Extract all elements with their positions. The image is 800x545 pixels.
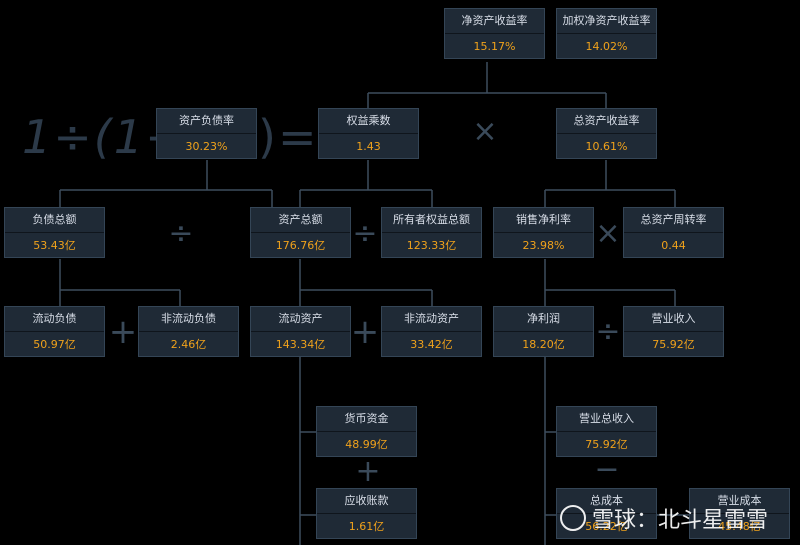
node-value: 33.42亿 xyxy=(410,338,453,351)
minus-operator: − xyxy=(594,452,620,487)
node-current-liabilities: 流动负债 50.97亿 xyxy=(4,306,105,357)
watermark-text: 雪球：北斗星雷雪 xyxy=(592,508,769,533)
node-label: 资产负债率 xyxy=(157,109,256,134)
plus-operator: + xyxy=(355,454,381,489)
node-value: 53.43亿 xyxy=(33,239,76,252)
plus-operator: + xyxy=(108,312,138,352)
node-receivables: 应收账款 1.61亿 xyxy=(316,488,417,539)
node-weighted-roe: 加权净资产收益率 14.02% xyxy=(556,8,657,59)
node-label: 总成本 xyxy=(557,489,656,514)
node-label: 流动资产 xyxy=(251,307,350,332)
node-asset-turnover: 总资产周转率 0.44 xyxy=(623,207,724,258)
node-value: 75.92亿 xyxy=(585,438,628,451)
node-value: 1.61亿 xyxy=(348,520,385,533)
node-value: 0.44 xyxy=(661,239,686,252)
node-revenue: 营业收入 75.92亿 xyxy=(623,306,724,357)
node-value: 143.34亿 xyxy=(275,338,326,351)
node-value: 48.99亿 xyxy=(345,438,388,451)
multiply-operator: × xyxy=(595,216,621,251)
node-net-margin: 销售净利率 23.98% xyxy=(493,207,594,258)
node-noncurrent-liabilities: 非流动负债 2.46亿 xyxy=(138,306,239,357)
node-value: 30.23% xyxy=(185,140,228,153)
node-value: 176.76亿 xyxy=(275,239,326,252)
node-value: 75.92亿 xyxy=(652,338,695,351)
node-value: 50.97亿 xyxy=(33,338,76,351)
node-label: 净利润 xyxy=(494,307,593,332)
node-value: 10.61% xyxy=(585,140,628,153)
node-value: 23.98% xyxy=(522,239,565,252)
node-label: 非流动负债 xyxy=(139,307,238,332)
formula-right: )= xyxy=(258,110,319,164)
node-value: 1.43 xyxy=(356,140,381,153)
watermark: 雪球：北斗星雷雪 xyxy=(560,502,768,534)
node-value: 18.20亿 xyxy=(522,338,565,351)
node-value: 123.33亿 xyxy=(406,239,457,252)
node-label: 销售净利率 xyxy=(494,208,593,233)
node-label: 营业收入 xyxy=(624,307,723,332)
node-value: 45.48亿 xyxy=(718,520,761,533)
node-label: 流动负债 xyxy=(5,307,104,332)
node-total-liabilities: 负债总额 53.43亿 xyxy=(4,207,105,258)
node-value: 2.46亿 xyxy=(170,338,207,351)
divide-operator: ÷ xyxy=(168,216,194,251)
node-total-revenue: 营业总收入 75.92亿 xyxy=(556,406,657,457)
node-label: 总资产周转率 xyxy=(624,208,723,233)
node-label: 应收账款 xyxy=(317,489,416,514)
node-total-cost: 总成本 56.22亿 xyxy=(556,488,657,539)
node-label: 所有者权益总额 xyxy=(382,208,481,233)
node-owners-equity: 所有者权益总额 123.33亿 xyxy=(381,207,482,258)
node-roe: 净资产收益率 15.17% xyxy=(444,8,545,59)
node-label: 权益乘数 xyxy=(319,109,418,134)
node-label: 营业成本 xyxy=(690,489,789,514)
node-label: 营业总收入 xyxy=(557,407,656,432)
node-total-assets: 资产总额 176.76亿 xyxy=(250,207,351,258)
node-debt-ratio: 资产负债率 30.23% xyxy=(156,108,257,159)
node-value: 14.02% xyxy=(585,40,628,53)
snowball-logo-icon xyxy=(560,505,586,531)
node-operating-cost: 营业成本 45.48亿 xyxy=(689,488,790,539)
plus-operator: + xyxy=(350,312,380,352)
node-label: 货币资金 xyxy=(317,407,416,432)
node-value: 56.22亿 xyxy=(585,520,628,533)
node-label: 资产总额 xyxy=(251,208,350,233)
node-value: 15.17% xyxy=(473,40,516,53)
node-label: 加权净资产收益率 xyxy=(557,9,656,34)
divide-operator: ÷ xyxy=(595,314,621,349)
node-net-profit: 净利润 18.20亿 xyxy=(493,306,594,357)
node-noncurrent-assets: 非流动资产 33.42亿 xyxy=(381,306,482,357)
node-current-assets: 流动资产 143.34亿 xyxy=(250,306,351,357)
node-equity-multiplier: 权益乘数 1.43 xyxy=(318,108,419,159)
divide-operator: ÷ xyxy=(352,216,378,251)
node-label: 净资产收益率 xyxy=(445,9,544,34)
multiply-operator: × xyxy=(472,114,498,149)
node-label: 非流动资产 xyxy=(382,307,481,332)
node-roa: 总资产收益率 10.61% xyxy=(556,108,657,159)
node-label: 负债总额 xyxy=(5,208,104,233)
node-label: 总资产收益率 xyxy=(557,109,656,134)
node-cash: 货币资金 48.99亿 xyxy=(316,406,417,457)
